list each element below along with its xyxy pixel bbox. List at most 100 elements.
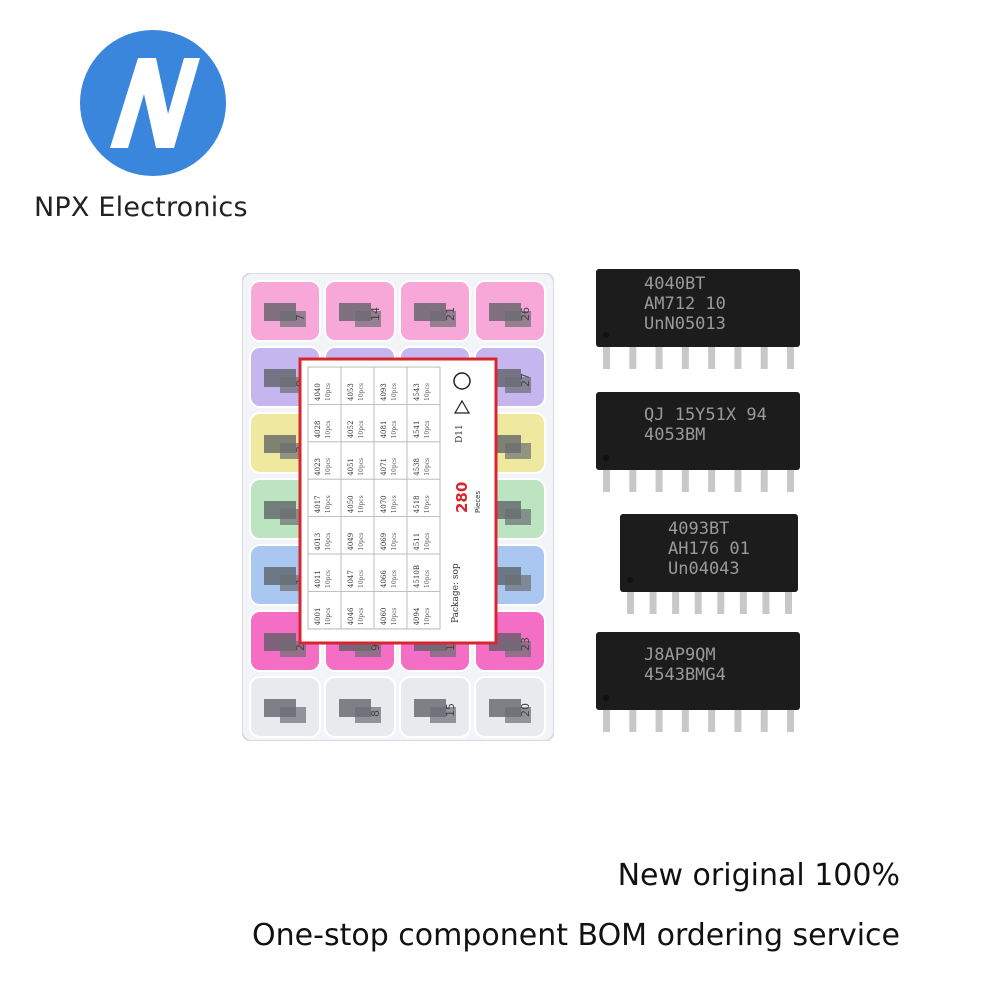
- chip-pin: [708, 470, 716, 492]
- chip-pin: [629, 470, 637, 492]
- label-part-number: 4510B: [413, 565, 421, 588]
- label-qty: 10pcs: [325, 533, 332, 551]
- label-part-number: 4052: [347, 421, 355, 439]
- label-qty: 10pcs: [358, 495, 365, 513]
- label-qty: 10pcs: [325, 495, 332, 513]
- chip-marking: UnN05013: [644, 314, 726, 334]
- label-part-number: 4070: [380, 495, 388, 513]
- label-qty: 10pcs: [391, 533, 398, 551]
- chip-pin: [787, 347, 794, 369]
- chip-pin: [787, 710, 794, 732]
- label-qty: 10pcs: [424, 383, 431, 401]
- kit-label-model: D11: [455, 424, 465, 443]
- tagline-original: New original 100%: [617, 858, 900, 893]
- chip-body: [620, 514, 798, 592]
- chip-body: [596, 632, 800, 710]
- chip-pin: [762, 592, 770, 614]
- chip-pin: [760, 710, 768, 732]
- chip-pin: [629, 347, 637, 369]
- label-qty: 10pcs: [391, 570, 398, 588]
- label-part-number: 4060: [380, 608, 388, 626]
- label-qty: 10pcs: [391, 607, 398, 625]
- tagline-bom-service: One-stop component BOM ordering service: [252, 918, 900, 953]
- chip-marking: J8AP9QM: [644, 645, 716, 665]
- compartment-number: 14: [369, 307, 382, 321]
- label-qty: 10pcs: [424, 533, 431, 551]
- label-part-number: 4543: [413, 383, 421, 401]
- compartment-number: 2: [294, 644, 307, 651]
- chip-pin: [603, 710, 610, 732]
- chip-marking: AM712 10: [644, 294, 726, 314]
- chip-marking: 4093BT: [668, 519, 729, 539]
- label-qty: 10pcs: [424, 495, 431, 513]
- label-part-number: 4013: [314, 533, 322, 551]
- label-part-number: 4094: [413, 607, 421, 625]
- chip-pin: [681, 710, 689, 732]
- label-part-number: 4518: [413, 495, 421, 513]
- label-part-number: 4047: [347, 570, 355, 588]
- chip-marking: 4040BT: [644, 274, 705, 294]
- chip-pin: [649, 592, 657, 614]
- label-qty: 10pcs: [325, 458, 332, 476]
- label-qty: 10pcs: [391, 383, 398, 401]
- chip-pin: [717, 592, 725, 614]
- chip-pin: [734, 710, 742, 732]
- label-qty: 10pcs: [424, 420, 431, 438]
- chip-pin: [708, 710, 716, 732]
- chip-pin: [681, 347, 689, 369]
- compartment-number: 26: [519, 307, 532, 321]
- label-part-number: 4001: [314, 608, 322, 626]
- label-part-number: 4028: [314, 421, 322, 439]
- brand-name: NPX Electronics: [34, 192, 248, 223]
- label-qty: 10pcs: [424, 607, 431, 625]
- kit-label-count-unit: Pieces: [474, 491, 482, 513]
- label-cell: [406, 590, 441, 630]
- kit-compartment: [324, 280, 396, 342]
- label-part-number: 4069: [380, 533, 388, 551]
- label-part-number: 4081: [380, 421, 388, 439]
- chip-marking: Un04043: [668, 559, 740, 579]
- label-qty: 10pcs: [325, 570, 332, 588]
- recycle-icon: [453, 372, 471, 390]
- compartment-number: 20: [519, 703, 532, 717]
- chip-pin: [655, 470, 663, 492]
- label-qty: 10pcs: [325, 420, 332, 438]
- label-part-number: 4046: [347, 607, 355, 625]
- kit-compartment: [399, 676, 471, 738]
- npx-logo-icon: [80, 30, 226, 176]
- label-part-number: 4051: [347, 458, 355, 476]
- kit-label-count: 280: [453, 482, 471, 513]
- compartment-number: 21: [444, 307, 457, 321]
- chip-pin: [629, 710, 637, 732]
- chip-pin: [785, 592, 792, 614]
- label-part-number: 4049: [347, 533, 355, 551]
- chip-pin: [760, 347, 768, 369]
- logo-n-letter: [110, 58, 200, 148]
- label-qty: 10pcs: [358, 570, 365, 588]
- label-part-number: 4017: [314, 495, 322, 513]
- label-qty: 10pcs: [358, 420, 365, 438]
- compartment-number: 7: [294, 314, 307, 321]
- label-part-number: 4511: [413, 533, 421, 551]
- kit-compartment: [249, 676, 321, 738]
- chip-pin: [760, 470, 768, 492]
- kit-compartment: [399, 280, 471, 342]
- chip-pin: [603, 470, 610, 492]
- chip-pin: [694, 592, 702, 614]
- label-qty: 10pcs: [325, 607, 332, 625]
- compartment-number: 15: [444, 703, 457, 717]
- chip-pin: [655, 347, 663, 369]
- chip-marking: 4053BM: [644, 425, 705, 445]
- label-part-number: 4538: [413, 458, 421, 476]
- kit-label-package: Package: sop: [451, 563, 461, 623]
- kit-compartment: [474, 676, 546, 738]
- compartment-number: 8: [369, 710, 382, 717]
- kit-compartment: [249, 280, 321, 342]
- label-part-number: 4541: [413, 421, 421, 439]
- label-qty: 10pcs: [424, 458, 431, 476]
- chip-pin: [739, 592, 747, 614]
